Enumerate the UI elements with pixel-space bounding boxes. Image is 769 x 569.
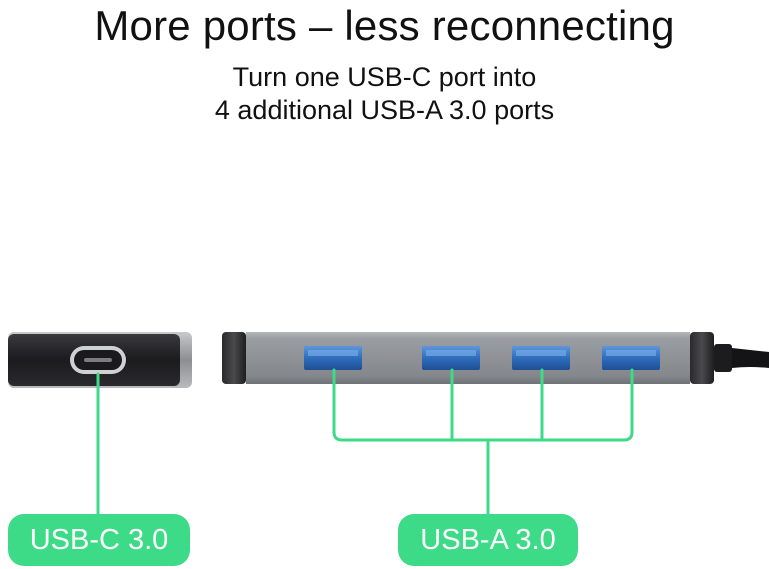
subheadline-line-1: Turn one USB-C port into	[232, 62, 537, 92]
usb-a-bracket	[332, 368, 634, 442]
headline: More ports – less reconnecting	[94, 2, 675, 49]
usb-a-label: USB-A 3.0	[398, 514, 578, 566]
usb-a-port-4-icon	[602, 346, 660, 370]
subheadline-line-2: 4 additional USB-A 3.0 ports	[214, 95, 555, 125]
usb-a-port-2-icon	[422, 346, 480, 370]
usb-a-port-3-icon	[512, 346, 570, 370]
usb-a-port-1-icon	[304, 346, 362, 370]
connector-lines	[96, 368, 634, 516]
usb-a-hub-side-view	[222, 332, 769, 384]
usb-c-end-view	[8, 332, 192, 388]
usb-c-label: USB-C 3.0	[8, 514, 190, 566]
cable	[732, 348, 769, 368]
